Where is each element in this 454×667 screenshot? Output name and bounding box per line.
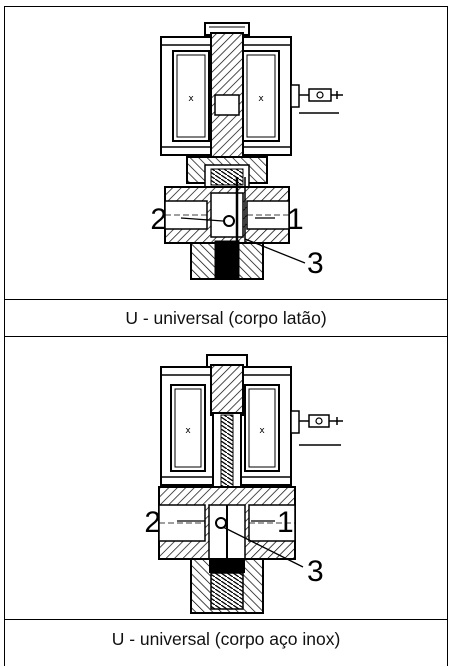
caption-stainless: U - universal (corpo aço inox) (5, 619, 447, 659)
port-2-label: 2 (150, 203, 167, 236)
valve-diagram-brass: x x (150, 22, 343, 280)
spring (210, 168, 244, 186)
svg-text:x: x (259, 426, 265, 436)
coil-left (172, 50, 210, 142)
figure-frame: x x (4, 6, 448, 666)
part-3-label: 3 (307, 555, 324, 588)
port-1-label: 1 (277, 506, 294, 539)
armature-core (210, 364, 244, 416)
coil-right (242, 50, 280, 142)
port-1-label: 1 (287, 203, 304, 236)
svg-text:x: x (185, 426, 191, 436)
coil-right (244, 384, 280, 472)
svg-text:x: x (188, 94, 194, 104)
orifice (215, 517, 227, 529)
orifice (223, 215, 235, 227)
coil-left (170, 384, 206, 472)
port-2-label: 2 (144, 506, 161, 539)
caption-brass: U - universal (corpo latão) (5, 299, 447, 337)
valve-diagram-stainless: x x (144, 354, 343, 614)
panel-stainless-body: x x (5, 337, 447, 667)
panel-brass-body: x x (5, 7, 447, 337)
part-3-label: 3 (307, 247, 324, 280)
seal-insert (209, 559, 245, 573)
seal-insert (214, 240, 240, 280)
svg-text:x: x (258, 94, 264, 104)
